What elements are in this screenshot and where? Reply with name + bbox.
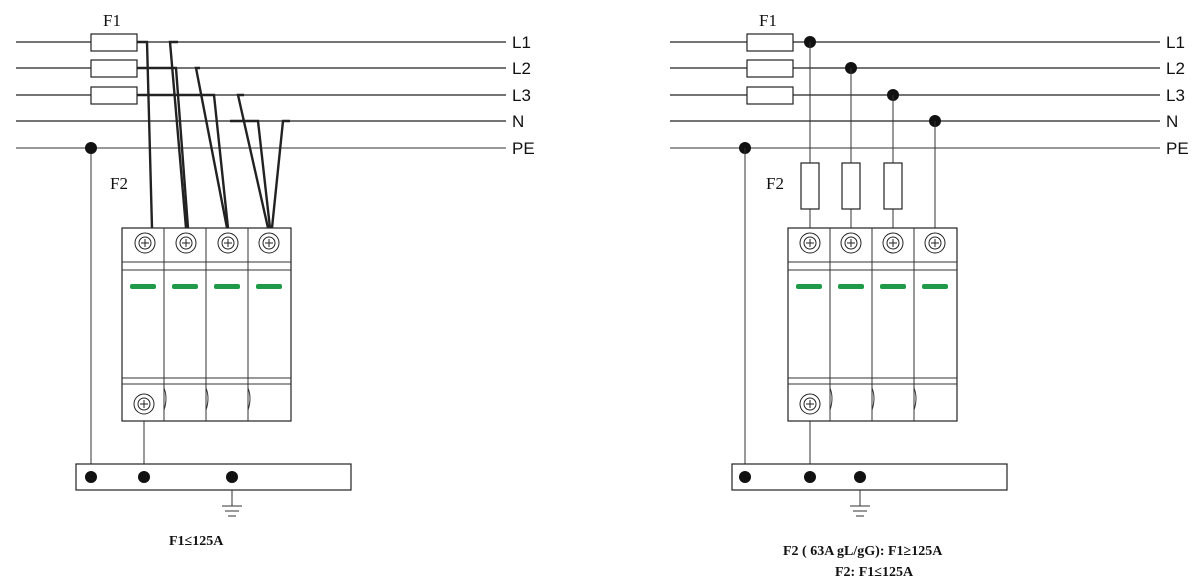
right-spd-slots — [829, 387, 917, 411]
left-screw-pe — [133, 393, 155, 415]
left-wire-l1-out — [168, 40, 188, 229]
right-fuse-f2-l3 — [883, 162, 903, 210]
left-screw-3 — [217, 232, 239, 254]
right-screw-pe — [799, 393, 821, 415]
left-wire-l3-in — [137, 93, 230, 229]
left-indicator-4 — [256, 284, 282, 289]
right-earth-bar — [731, 463, 1008, 491]
right-fuses-f1 — [746, 33, 794, 105]
left-fuse-f1-l1 — [90, 33, 138, 52]
left-screw-1 — [134, 232, 156, 254]
left-spd-device — [121, 227, 292, 422]
right-bar-dot-2 — [804, 471, 816, 483]
left-caption: F1≤125A — [169, 534, 224, 549]
right-fuse-f2-l2 — [841, 162, 861, 210]
left-bar-dot-1 — [85, 471, 97, 483]
right-supply-lines — [670, 41, 1160, 149]
left-bar-dot-3 — [226, 471, 238, 483]
left-fuse-f1-l2 — [90, 59, 138, 78]
right-fuses-f2 — [800, 162, 903, 210]
right-f1-label: F1 — [759, 11, 777, 30]
left-indicator-1 — [130, 284, 156, 289]
left-supply-lines — [16, 41, 506, 149]
left-label-pe: PE — [512, 139, 535, 158]
right-screw-3 — [882, 232, 904, 254]
right-bar-dot-3 — [854, 471, 866, 483]
right-f2-label: F2 — [766, 174, 784, 193]
right-indicator-3 — [880, 284, 906, 289]
left-diagram: F1 F2 L1 L2 L3 N PE — [16, 11, 535, 549]
left-bar-dot-2 — [138, 471, 150, 483]
right-label-pe: PE — [1166, 139, 1189, 158]
left-earth-bar — [75, 463, 352, 491]
right-fuse-f1-l1 — [746, 33, 794, 52]
left-fuse-f1-l3 — [90, 86, 138, 105]
left-indicator-3 — [214, 284, 240, 289]
right-fuse-f1-l2 — [746, 59, 794, 78]
left-label-l1: L1 — [512, 33, 531, 52]
left-wire-l3-out — [236, 93, 270, 229]
right-fuse-f2-l1 — [800, 162, 820, 210]
right-caption-line2: F2: F1≤125A — [835, 565, 914, 580]
right-caption-line1: F2 ( 63A gL/gG): F1≥125A — [783, 544, 943, 559]
right-label-l1: L1 — [1166, 33, 1185, 52]
right-indicator-1 — [796, 284, 822, 289]
left-ground-icon — [222, 490, 242, 517]
left-indicator-2 — [172, 284, 198, 289]
left-screw-2 — [175, 232, 197, 254]
right-branch-wires — [809, 42, 936, 228]
left-label-l2: L2 — [512, 59, 531, 78]
right-ground-icon — [850, 490, 870, 517]
left-wire-l2-out — [194, 66, 229, 229]
left-wire-l2-in — [137, 66, 190, 229]
left-spd-slots — [163, 387, 251, 411]
right-label-n: N — [1166, 112, 1178, 131]
right-indicator-2 — [838, 284, 864, 289]
left-f2-label: F2 — [110, 174, 128, 193]
left-loop-wires — [137, 40, 290, 229]
left-fuses-f1 — [90, 33, 138, 105]
left-screw-4 — [258, 232, 280, 254]
left-pe-junction — [85, 142, 97, 154]
right-diagram: F1 F2 L1 L2 L3 N PE — [670, 11, 1189, 580]
right-screw-1 — [799, 232, 821, 254]
left-wire-n-in — [230, 119, 272, 229]
right-label-l2: L2 — [1166, 59, 1185, 78]
right-fuse-f1-l3 — [746, 86, 794, 105]
right-label-l3: L3 — [1166, 86, 1185, 105]
left-f1-label: F1 — [103, 11, 121, 30]
left-label-n: N — [512, 112, 524, 131]
right-terminal-screws — [799, 232, 946, 415]
left-wire-n-out — [270, 119, 290, 229]
right-indicator-4 — [922, 284, 948, 289]
right-spd-device — [787, 227, 958, 422]
left-label-l3: L3 — [512, 86, 531, 105]
left-wire-l1-in — [137, 40, 154, 229]
right-bar-dot-1 — [739, 471, 751, 483]
right-screw-2 — [840, 232, 862, 254]
left-terminal-screws — [133, 232, 280, 415]
right-screw-4 — [924, 232, 946, 254]
